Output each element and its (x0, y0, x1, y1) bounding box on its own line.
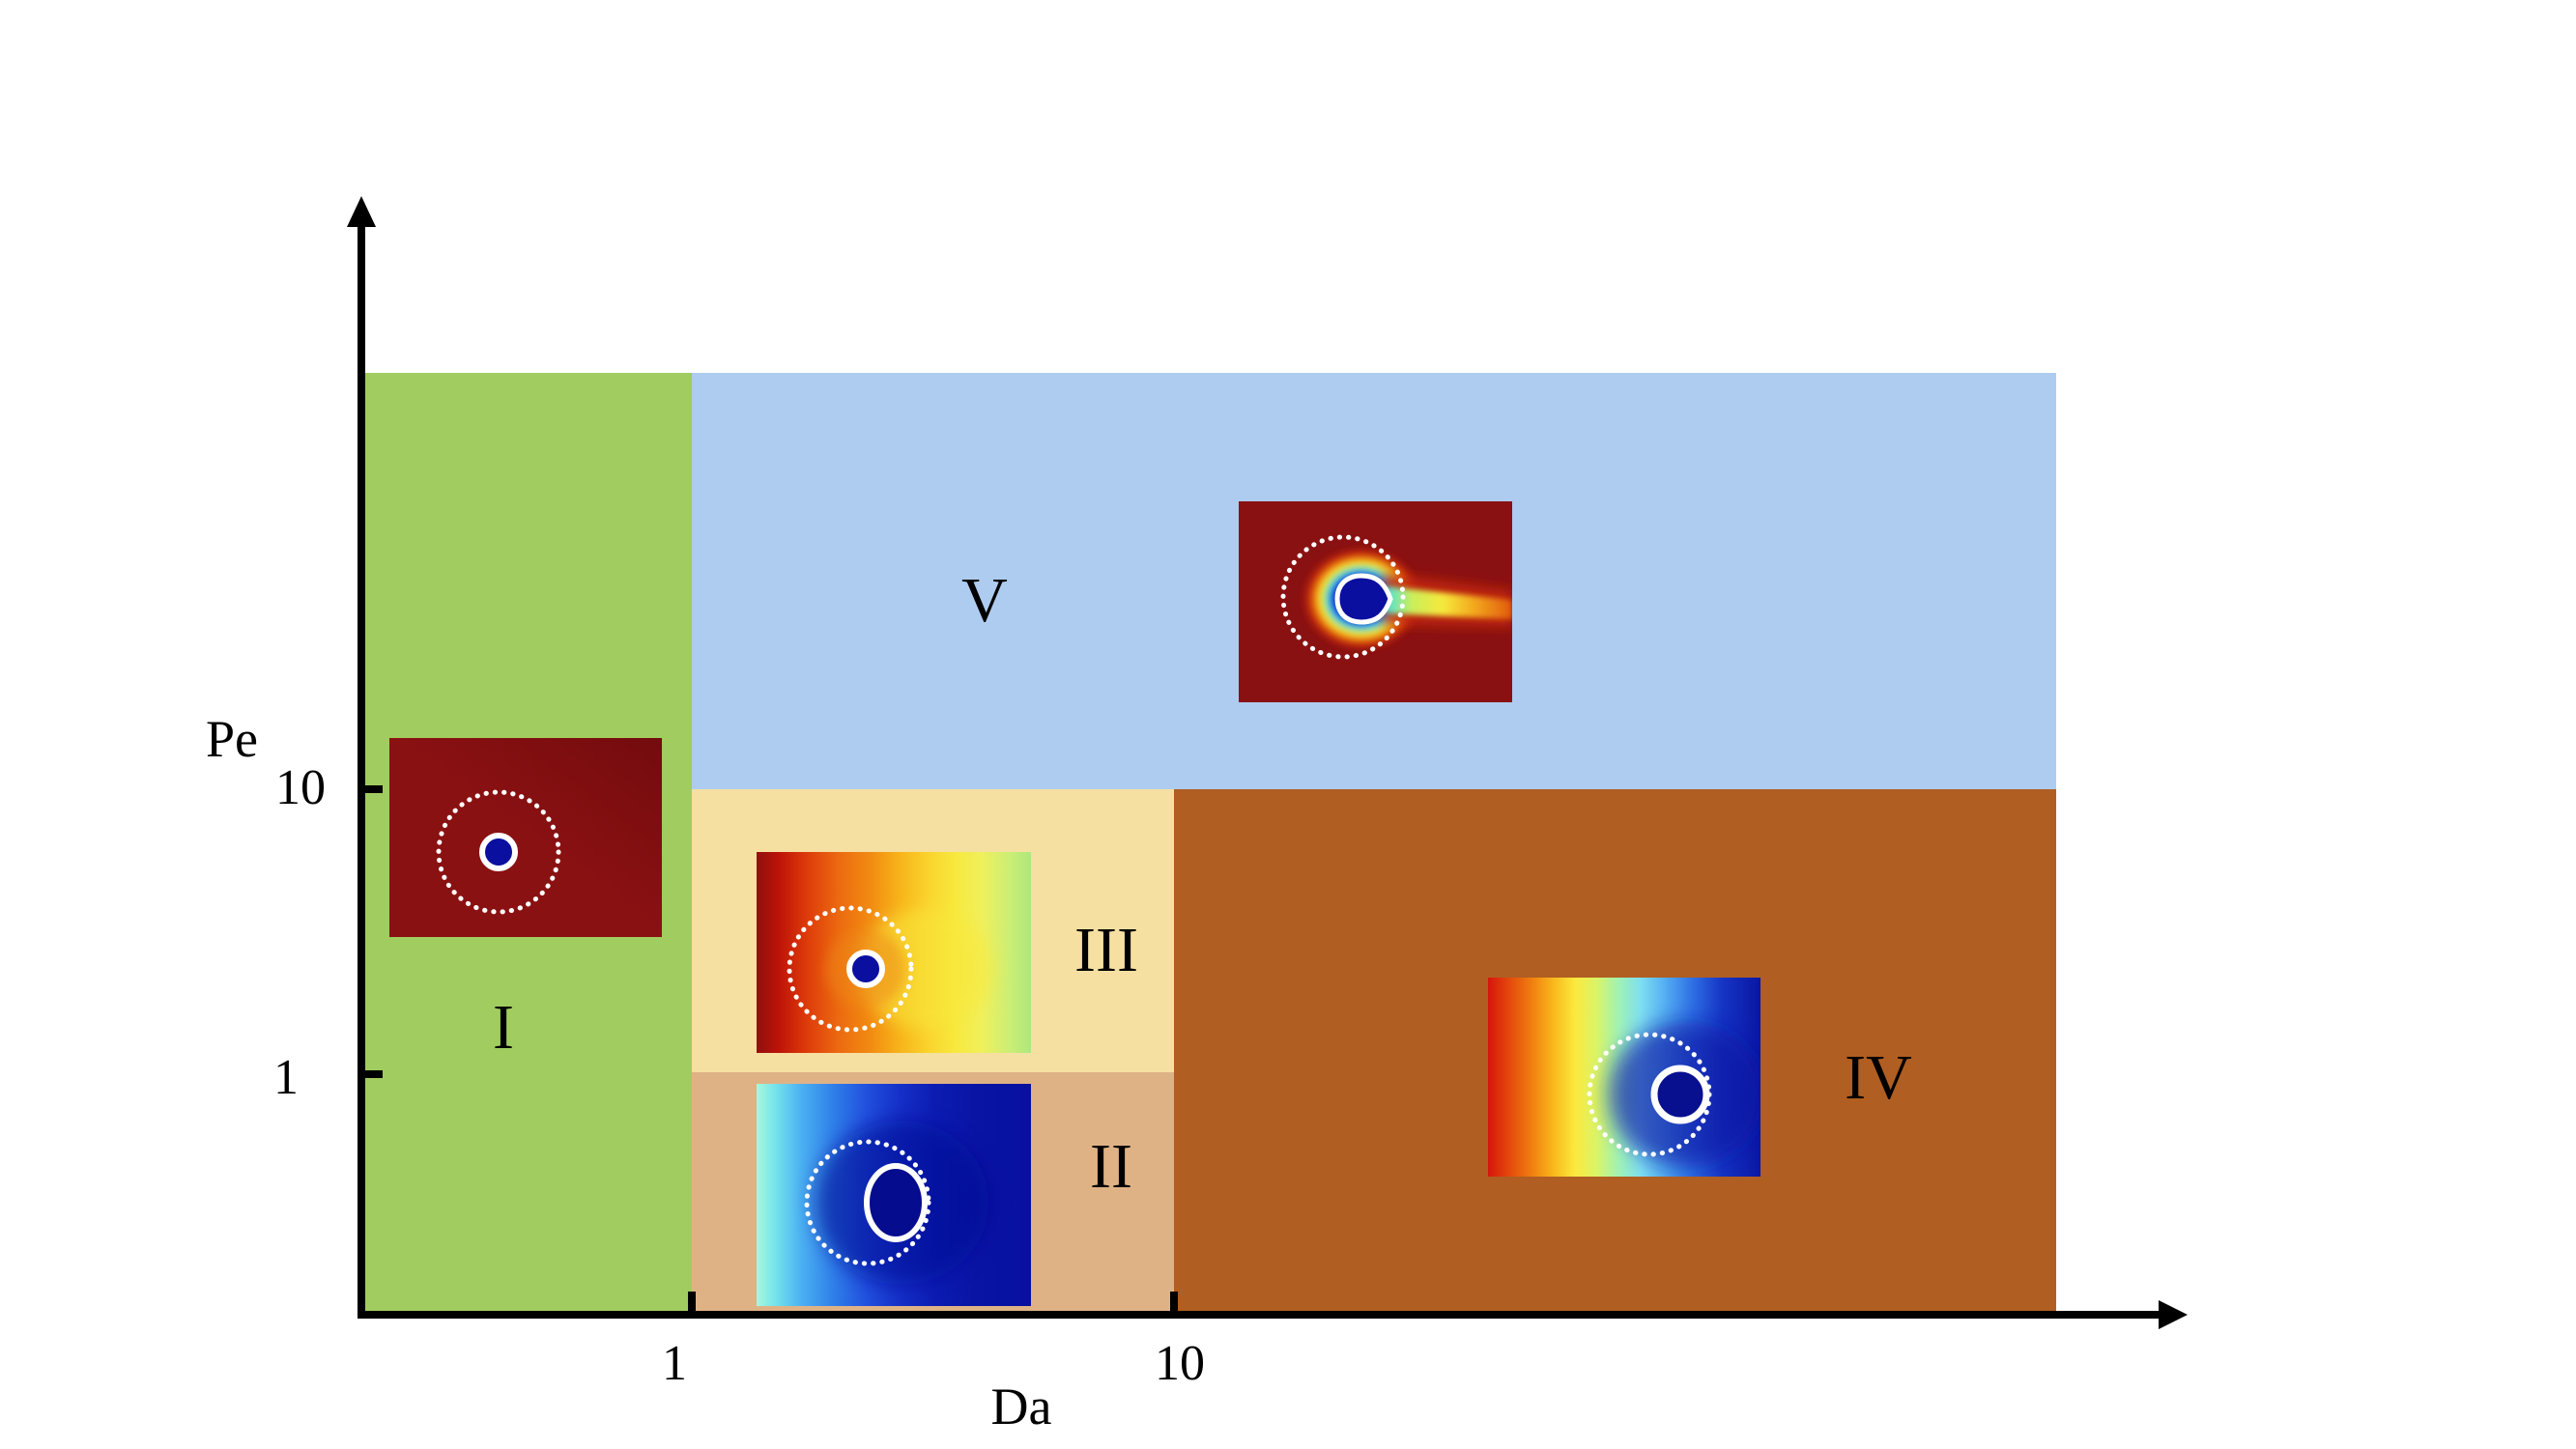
x-tick-10 (1170, 1292, 1178, 1312)
y-tick-10 (364, 785, 383, 793)
inset-region-iii-snapshot (757, 852, 1031, 1053)
region-ii-label: II (1090, 1131, 1132, 1202)
teardrop-blob-icon (1334, 573, 1393, 625)
yellow-wedge (858, 909, 993, 1029)
inset-region-v-snapshot (1239, 501, 1512, 702)
inset-region-iv-snapshot (1488, 978, 1760, 1177)
x-tick-label-1: 1 (662, 1336, 687, 1391)
x-axis-arrow-icon (2159, 1300, 2188, 1329)
solute-blob-icon (479, 833, 518, 871)
y-tick-1 (364, 1070, 383, 1078)
y-axis-label: Pe (206, 710, 258, 768)
x-axis-label: Da (990, 1378, 1052, 1435)
dotted-circle-icon (804, 1139, 931, 1266)
inset-region-i-snapshot (389, 738, 662, 937)
region-iv-label: IV (1845, 1042, 1912, 1113)
inset-region-ii-snapshot (757, 1084, 1031, 1306)
region-v-label: V (961, 565, 1008, 636)
y-axis-line (358, 220, 365, 1319)
dotted-circle-icon (1280, 534, 1406, 660)
x-tick-1 (688, 1292, 696, 1312)
circular-interface-icon (1650, 1065, 1710, 1124)
region-i-label: I (493, 992, 514, 1063)
wake-tail-icon (1386, 586, 1512, 619)
x-axis-line (358, 1311, 2161, 1319)
dotted-circle-icon (436, 789, 561, 915)
y-tick-label-1: 1 (273, 1050, 299, 1105)
solute-blob-icon (846, 950, 885, 988)
x-tick-label-10: 10 (1155, 1336, 1205, 1391)
region-iii-label: III (1074, 915, 1138, 985)
y-axis-arrow-icon (347, 196, 376, 227)
y-tick-label-10: 10 (275, 760, 326, 815)
dotted-circle-icon (787, 905, 914, 1033)
inset-i-background (389, 738, 662, 937)
oval-interface-icon (864, 1163, 928, 1242)
